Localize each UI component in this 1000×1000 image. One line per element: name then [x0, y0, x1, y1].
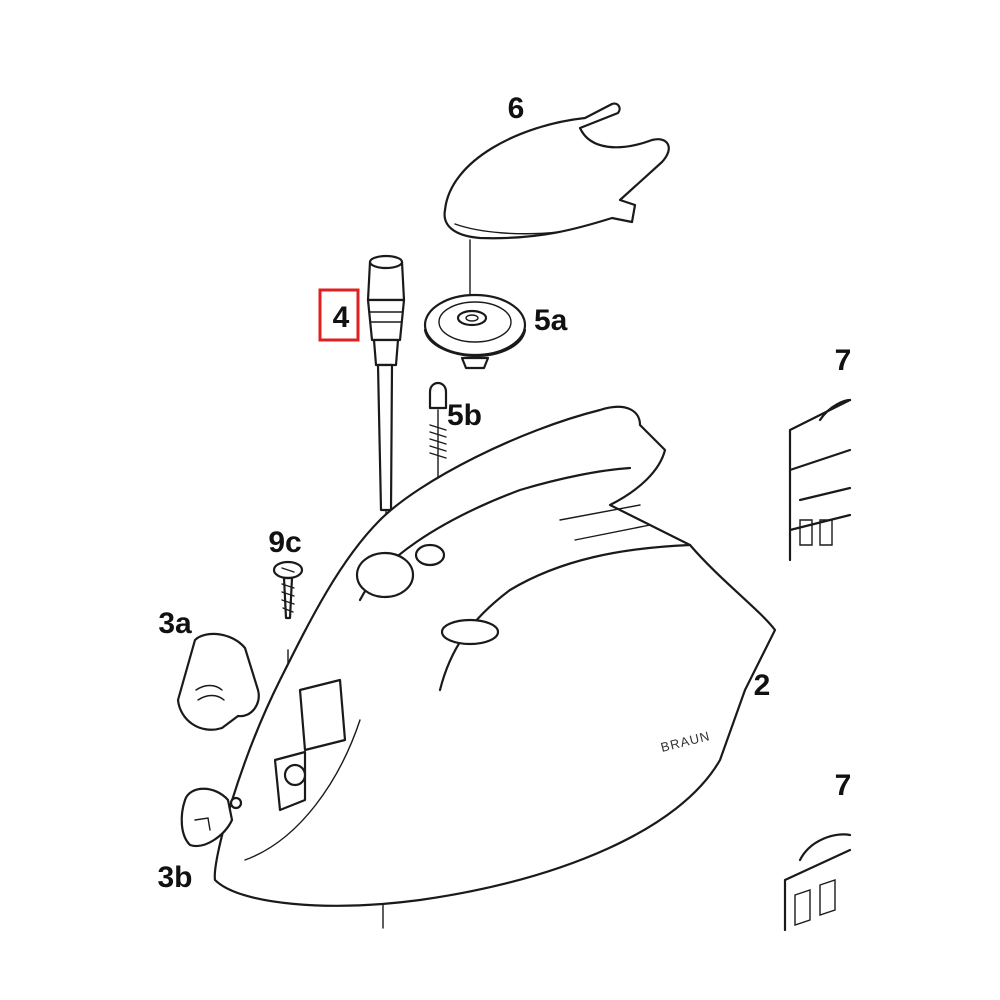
part-2-iron-housing: BRAUN [213, 405, 777, 929]
part-5b-spring [428, 381, 448, 481]
label-2: 2 [754, 669, 771, 702]
label-3b: 3b [157, 861, 192, 894]
part-3b-knob-cap [180, 787, 243, 848]
label-4: 4 [333, 301, 350, 334]
label-6: 6 [508, 92, 525, 125]
part-6-cover-plate [443, 102, 670, 240]
part-5a-dial [423, 239, 527, 370]
label-5b: 5b [447, 399, 482, 432]
label-7-lower: 7 [835, 769, 852, 802]
label-9c: 9c [268, 526, 301, 559]
label-4-highlight-box [318, 288, 360, 342]
label-7-upper: 7 [835, 344, 852, 377]
part-3a-button-cap [176, 632, 260, 731]
part-9c-screw [272, 560, 304, 781]
part-7-upper-partial [788, 398, 852, 562]
label-5a: 5a [534, 304, 568, 337]
part-4-plunger [366, 254, 406, 541]
part-7-lower-partial [783, 833, 852, 932]
label-3a: 3a [158, 607, 192, 640]
